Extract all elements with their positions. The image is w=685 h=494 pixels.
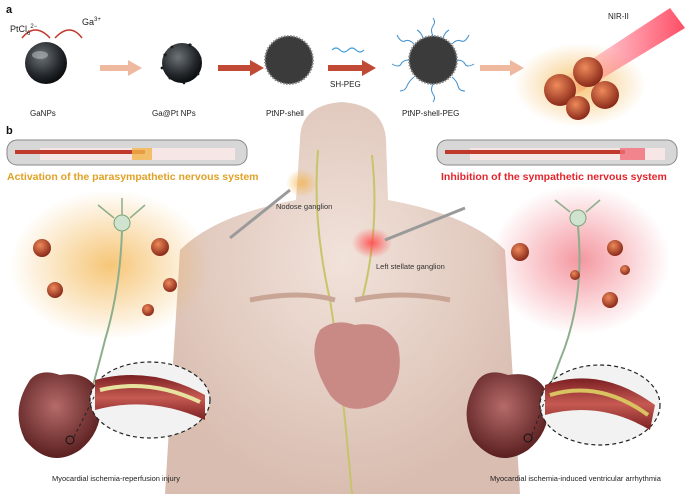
human-torso xyxy=(165,102,520,494)
title-sympathetic: Inhibition of the sympathetic nervous sy… xyxy=(441,171,667,183)
stellate-hotspot xyxy=(352,228,392,258)
reagent-ga3: Ga3+ xyxy=(82,17,101,27)
label-left-stellate-ganglion: Left stellate ganglion xyxy=(376,262,445,271)
reagent-ptcl6: PtCl62− xyxy=(10,24,38,37)
hot-particle xyxy=(544,74,576,106)
nodose-hotspot xyxy=(286,169,318,197)
caption-ischemia-reperfusion: Myocardial ischemia-reperfusion injury xyxy=(52,474,180,483)
panel-b-label: b xyxy=(6,125,13,137)
right-thermometer xyxy=(436,139,678,166)
label-nir-ii: NIR-II xyxy=(608,12,629,21)
hot-particle xyxy=(566,96,590,120)
ptnp-shell-particle xyxy=(265,36,313,84)
panel-a-graphics xyxy=(21,8,685,127)
parasympathetic-glow xyxy=(10,190,210,340)
label-sh-peg: SH-PEG xyxy=(330,80,361,89)
ganp-particle xyxy=(25,42,67,84)
gapt-particle xyxy=(162,43,202,83)
title-parasympathetic: Activation of the parasympathetic nervou… xyxy=(7,171,259,183)
left-thermometer xyxy=(6,139,248,166)
central-heart xyxy=(314,322,400,409)
nodose-probe xyxy=(229,188,291,240)
right-particles xyxy=(511,240,630,308)
label-gapt-nps: Ga@Pt NPs xyxy=(152,109,196,118)
hot-particle xyxy=(573,57,603,87)
right-heart-zoom xyxy=(466,364,661,458)
label-nodose-ganglion: Nodose ganglion xyxy=(276,202,333,211)
label-ganps: GaNPs xyxy=(30,109,56,118)
left-heart-zoom xyxy=(18,361,211,458)
label-ptnp-shell-peg: PtNP-shell-PEG xyxy=(402,109,460,118)
hot-particle xyxy=(591,81,619,109)
left-particles xyxy=(33,238,177,316)
panel-a-label: a xyxy=(6,4,13,16)
label-ptnp-shell: PtNP-shell xyxy=(266,109,304,118)
stellate-probe xyxy=(384,206,466,242)
ptnp-shell-peg-particle xyxy=(409,36,457,84)
caption-ventricular-arrhythmia: Myocardial ischemia-induced ventricular … xyxy=(490,474,661,483)
peg-chains xyxy=(391,17,475,103)
